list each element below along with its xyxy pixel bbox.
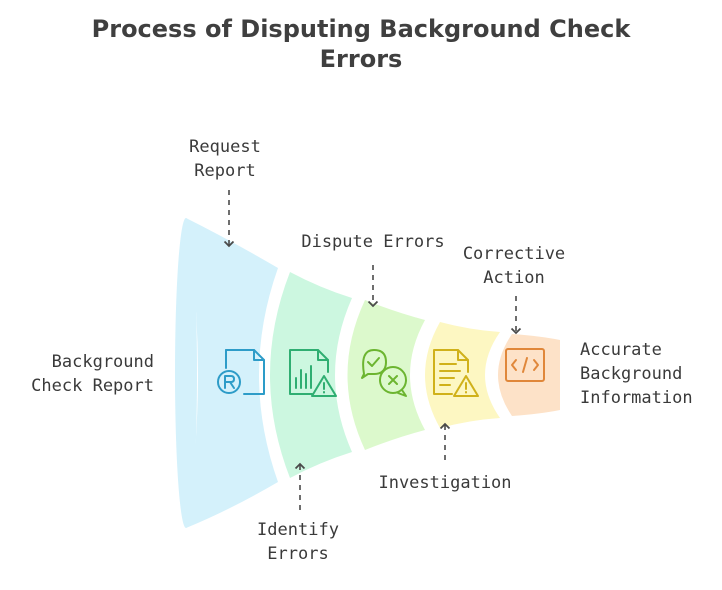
end-label-line-1: Accurate — [580, 340, 662, 360]
title-line-2: Errors — [319, 45, 403, 73]
stage-label-line: Identify — [257, 520, 339, 540]
registered-document-icon — [217, 349, 265, 395]
funnel-mouth — [175, 218, 197, 528]
stage-label-line: Errors — [267, 544, 329, 564]
funnel-segment-investigation — [425, 322, 500, 428]
end-label-line-2: Background — [580, 364, 683, 384]
start-label: Background Check Report — [14, 350, 154, 398]
stage-label-identify-errors: Identify Errors — [238, 518, 358, 566]
title-line-1: Process of Disputing Background Check — [91, 15, 631, 43]
stage-label-line: Corrective — [462, 244, 566, 264]
chat-bubbles-icon — [361, 349, 407, 397]
chart-warning-icon — [289, 349, 337, 397]
stage-label-request-report: Request Report — [165, 135, 285, 183]
stage-label-line: Action — [483, 268, 545, 288]
funnel-segment-corrective-action — [498, 334, 560, 416]
stage-label-dispute-errors: Dispute Errors — [293, 230, 453, 254]
stage-label-investigation: Investigation — [370, 471, 520, 495]
end-label-line-3: Information — [580, 388, 693, 408]
start-label-line-1: Background — [51, 352, 154, 372]
end-label: Accurate Background Information — [580, 338, 720, 410]
start-label-line-2: Check Report — [31, 376, 154, 396]
stage-label-corrective-action: Corrective Action — [449, 242, 579, 290]
funnel-segment-dispute-errors — [347, 300, 425, 450]
stage-label-line: Dispute Errors — [301, 232, 445, 252]
stage-label-line: Report — [194, 161, 256, 181]
stage-label-line: Request — [189, 137, 261, 157]
funnel-segment-request-report — [186, 218, 278, 528]
stage-label-line: Investigation — [378, 473, 512, 493]
document-warning-icon — [433, 349, 479, 397]
diagram-title: Process of Disputing Background Check Er… — [0, 14, 722, 74]
code-window-icon — [505, 348, 545, 382]
